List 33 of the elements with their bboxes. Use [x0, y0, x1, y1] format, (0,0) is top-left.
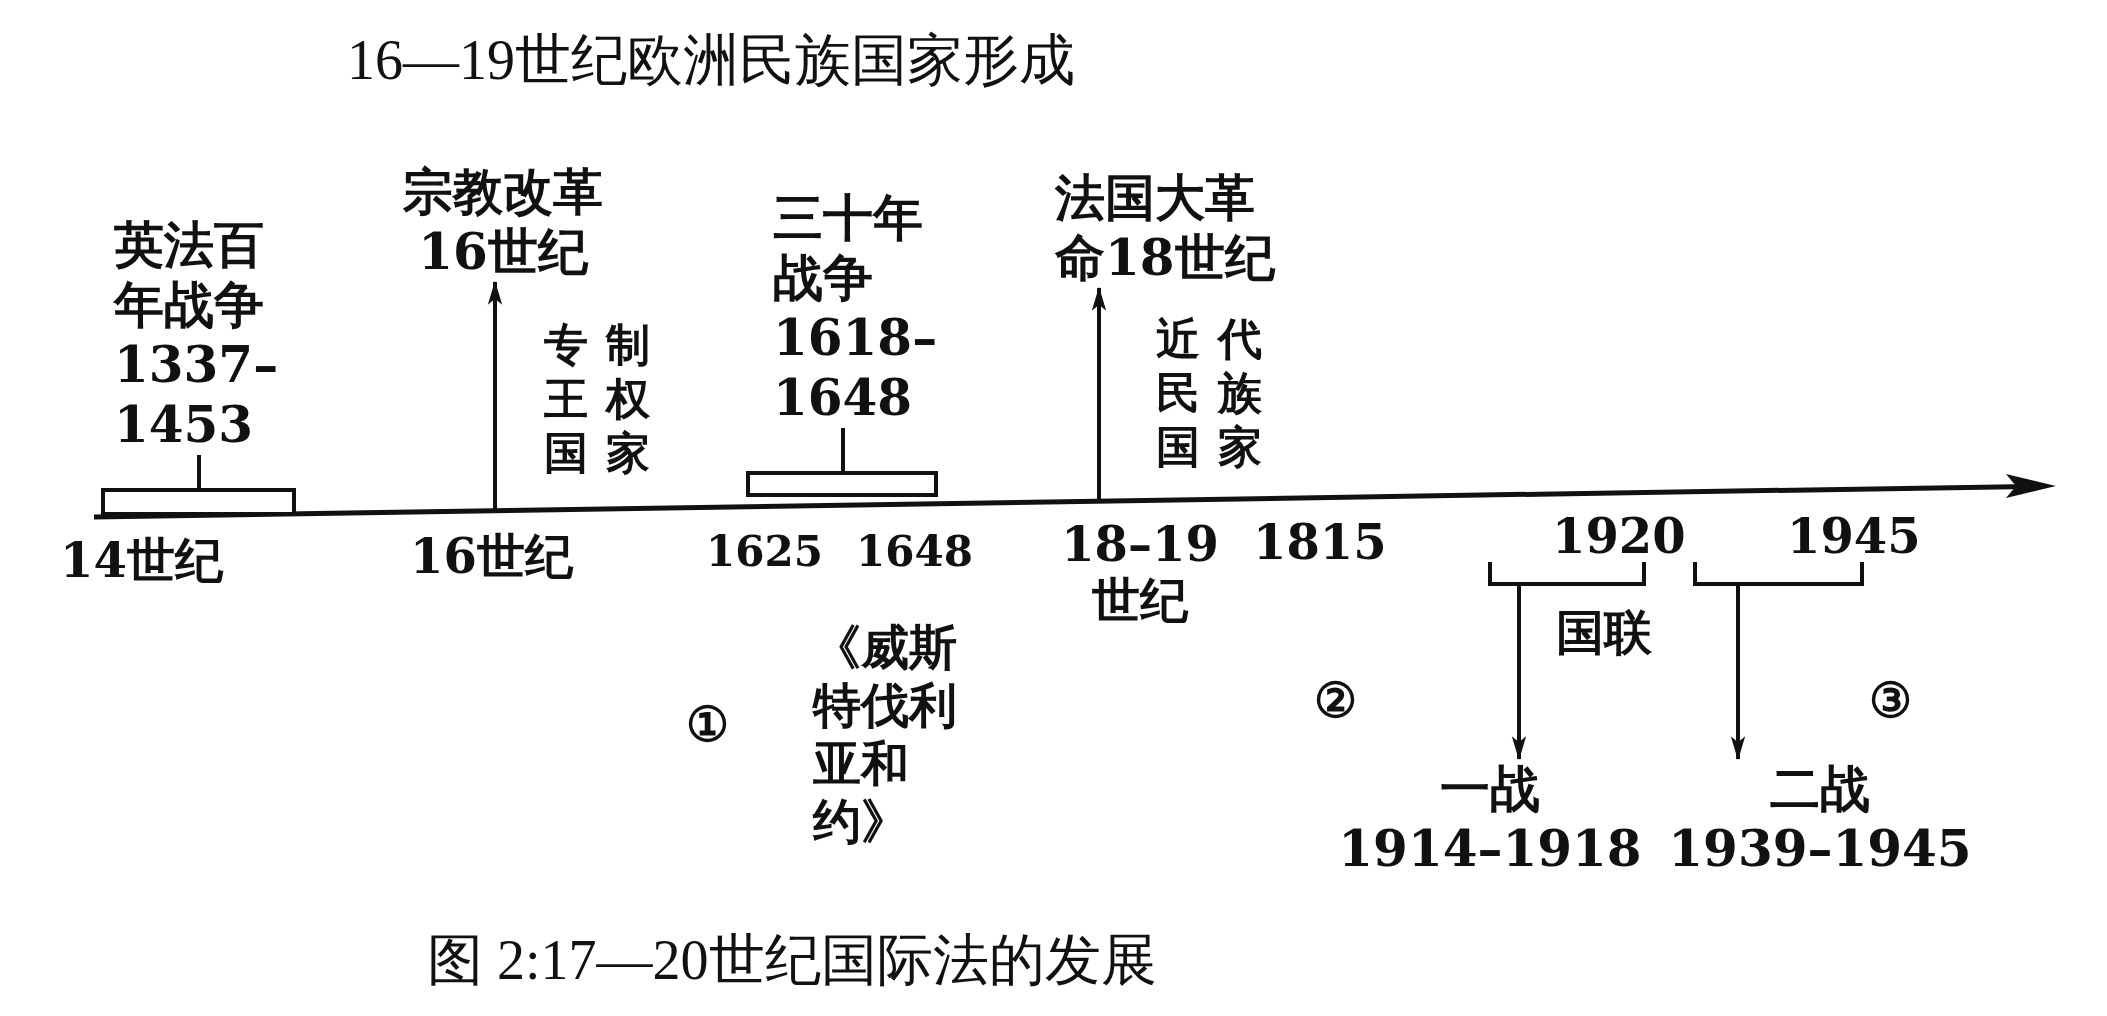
bracket — [1693, 562, 1864, 586]
bracket — [1488, 562, 1646, 586]
arrow — [1511, 586, 1527, 761]
event-label: 三十年战争 1618–1648 — [773, 188, 963, 428]
date-label: 16世纪 — [410, 528, 573, 584]
date-label: 1648 — [856, 526, 973, 578]
organization-label: 国联 — [1556, 604, 1652, 660]
period-bar — [746, 471, 938, 497]
treaty-label: 《威斯特伐利亚和约》 — [813, 618, 958, 850]
title: 16—19世纪欧洲民族国家形成 — [347, 28, 1075, 92]
leader-line — [197, 455, 201, 488]
arrow — [1730, 586, 1746, 761]
callout-number: ① — [686, 696, 729, 752]
date-label: 1920 — [1552, 508, 1686, 564]
event-label: 英法百年战争 1337–1453 — [114, 215, 304, 455]
event-label: 一战 1914–1918 — [1330, 759, 1650, 879]
date-label: 18–19世纪 — [1060, 516, 1220, 628]
event-label: 宗教改革 16世纪 — [388, 162, 618, 282]
date-label: 1815 — [1253, 514, 1387, 570]
arrow — [1091, 286, 1107, 502]
period-bar — [101, 488, 296, 516]
event-label: 二战 1939–1945 — [1660, 759, 1980, 879]
date-label: 1945 — [1787, 508, 1921, 564]
date-label: 14世纪 — [60, 532, 223, 588]
period-label: 专制王权国家 — [544, 318, 669, 480]
callout-number: ③ — [1869, 672, 1912, 728]
callout-number: ② — [1314, 672, 1357, 728]
period-label: 近代民族国家 — [1156, 312, 1281, 474]
date-label: 1625 — [706, 526, 823, 578]
event-label: 法国大革命18世纪 — [1055, 168, 1295, 288]
caption: 图 2:17—20世纪国际法的发展 — [427, 928, 1157, 992]
leader-line — [841, 428, 845, 471]
arrow — [487, 280, 503, 511]
